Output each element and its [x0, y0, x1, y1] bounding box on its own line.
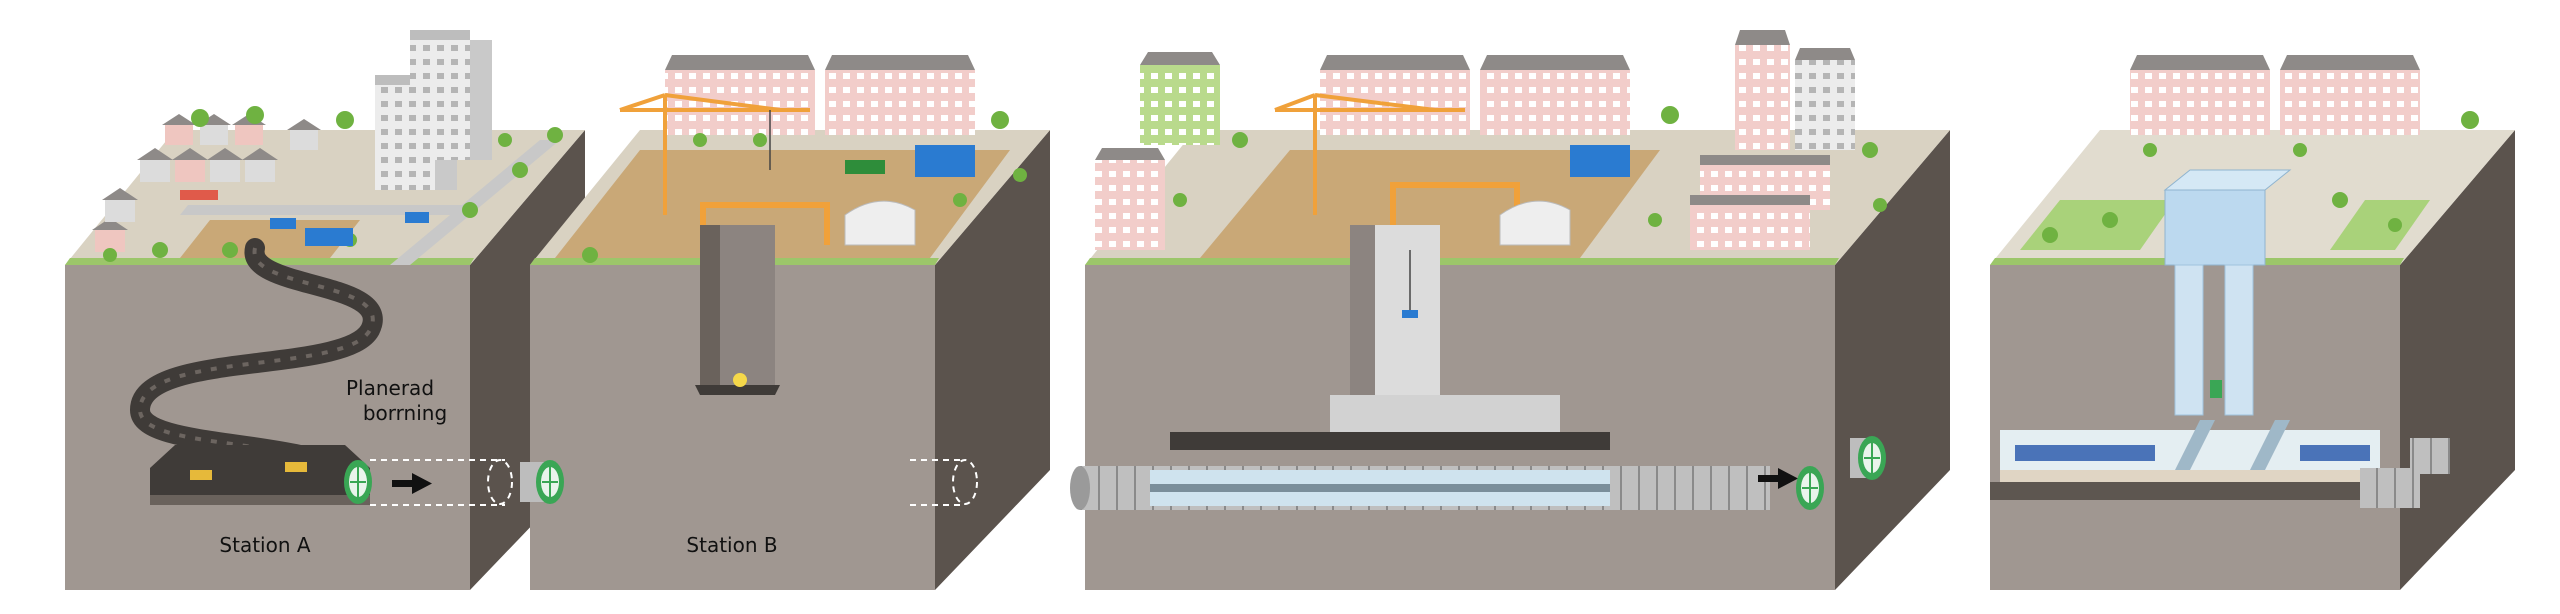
shaft-bottom: [695, 385, 780, 395]
shaft-wall: [700, 225, 720, 385]
tunnel-lining: [2410, 438, 2450, 474]
storage-tent: [844, 200, 916, 246]
truck: [405, 212, 429, 223]
planned-bore-label-line1: Planerad: [346, 376, 434, 400]
park-lawn: [2020, 200, 2175, 250]
apartment-block: [665, 55, 975, 135]
trees: [2042, 111, 2479, 243]
train: [2015, 445, 2155, 461]
site-office: [915, 145, 975, 177]
ramp-lane: [137, 247, 375, 457]
excavator: [285, 462, 307, 472]
apartment-towers: [375, 30, 492, 190]
work-light: [733, 373, 747, 387]
apartment-tower: [1735, 30, 1855, 150]
apartment-block: [1320, 55, 1630, 135]
pink-building: [1095, 148, 1165, 250]
platform-floor: [2000, 470, 2380, 482]
tower-crane-icon: [619, 93, 810, 215]
tunnel-floor: [150, 495, 370, 505]
bus: [180, 190, 218, 200]
panel-station-b: Station B: [520, 55, 1050, 590]
panel-tunnel-bored: [1070, 30, 1950, 590]
road: [180, 205, 480, 215]
storage-tent: [1499, 200, 1571, 246]
park-lawn: [2330, 200, 2430, 250]
escalator-shaft: [2174, 264, 2204, 416]
tunnel-chamber: [150, 445, 370, 505]
planned-bore-path: [370, 459, 513, 506]
escalator: [2175, 420, 2215, 470]
planned-bore-label-line2: borrning: [363, 401, 447, 425]
station-a-label: Station A: [219, 533, 310, 557]
tunnel-boring-machine-icon: [1850, 436, 1886, 480]
tunnel-boring-machine-icon: [344, 460, 372, 504]
panel-finished-station: [1990, 55, 2515, 590]
elevator: [2210, 380, 2222, 398]
right-arrow-icon: [392, 473, 432, 494]
trees: [582, 111, 1027, 263]
site-office: [305, 228, 353, 246]
train: [2300, 445, 2370, 461]
truck: [270, 218, 296, 229]
apartment-block-right: [1690, 155, 1830, 250]
excavator: [190, 470, 212, 480]
panel-station-a: Planerad borrning Station A: [65, 30, 585, 590]
concrete-platform: [1330, 395, 1560, 435]
escalator: [2250, 420, 2290, 470]
houses: [92, 114, 321, 252]
ground-front: [65, 265, 470, 590]
tunnel-end: [1070, 466, 1090, 510]
site-office: [1570, 145, 1630, 177]
ground-side: [935, 130, 1050, 590]
tunnel-lining: [1610, 466, 1770, 510]
container: [845, 160, 885, 174]
tunnel-boring-machine-icon: [520, 460, 564, 504]
station-entrance: [2163, 169, 2292, 266]
trees: [1173, 106, 1887, 227]
conveyor: [1150, 484, 1610, 492]
green-building: [1140, 52, 1220, 145]
crane-load: [1402, 310, 1418, 318]
planned-bore-path: [910, 459, 978, 506]
cavern: [1170, 432, 1610, 450]
right-arrow-icon: [1758, 468, 1798, 489]
tunnel-boring-machine-icon: [1796, 466, 1824, 510]
track-bed: [1990, 482, 2400, 500]
tunnel-lining: [2360, 468, 2420, 508]
apartment-block: [2130, 55, 2420, 135]
ground-side: [2400, 130, 2515, 590]
escalator-shaft: [2224, 264, 2254, 416]
tower-crane-icon: [1274, 93, 1465, 215]
station-b-label: Station B: [686, 533, 777, 557]
grass-edge: [1085, 258, 1839, 265]
